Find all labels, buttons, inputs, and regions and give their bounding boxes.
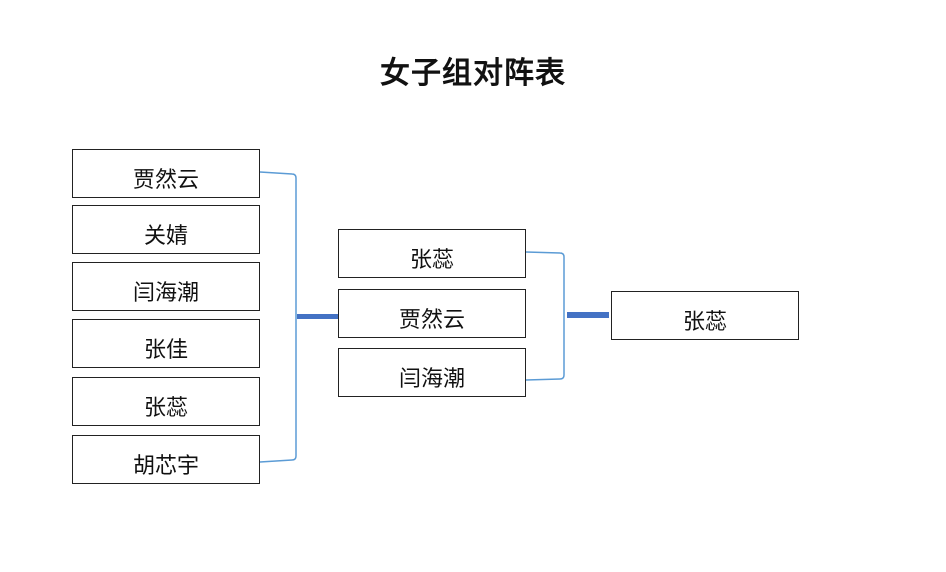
round2-bracket-line <box>525 251 565 381</box>
round1-player-box: 闫海潮 <box>72 262 260 311</box>
round1-player-box: 贾然云 <box>72 149 260 198</box>
page-title: 女子组对阵表 <box>380 56 566 91</box>
player-name: 贾然云 <box>132 168 199 193</box>
player-name: 闫海潮 <box>398 367 465 392</box>
round1-player-box: 张蕊 <box>72 377 260 426</box>
player-name: 闫海潮 <box>132 281 199 306</box>
round2-player-box: 闫海潮 <box>338 348 526 397</box>
round1-bracket-line <box>259 171 297 463</box>
player-name: 张蕊 <box>409 248 454 273</box>
round1-player-box: 胡芯宇 <box>72 435 260 484</box>
player-name: 张佳 <box>143 338 188 363</box>
round1-connector-bar <box>297 314 339 319</box>
player-name: 张蕊 <box>143 396 188 421</box>
player-name: 关婧 <box>143 224 188 249</box>
round2-player-box: 贾然云 <box>338 289 526 338</box>
player-name: 胡芯宇 <box>132 454 199 479</box>
player-name: 贾然云 <box>398 308 465 333</box>
winner-name: 张蕊 <box>682 310 727 335</box>
round2-connector-bar <box>567 312 609 318</box>
round1-player-box: 关婧 <box>72 205 260 254</box>
round2-player-box: 张蕊 <box>338 229 526 278</box>
round1-player-box: 张佳 <box>72 319 260 368</box>
winner-box: 张蕊 <box>611 291 799 340</box>
